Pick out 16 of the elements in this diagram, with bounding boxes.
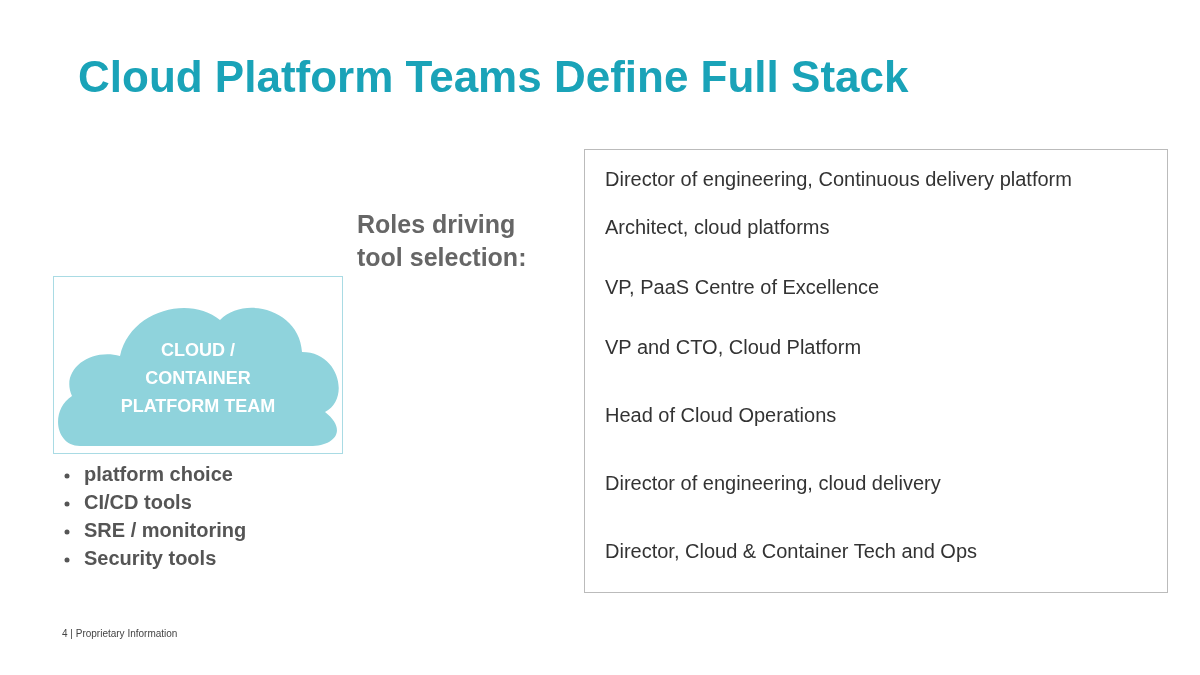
role-text: Director of engineering, cloud delivery bbox=[605, 472, 941, 495]
role-text: Architect, cloud platforms bbox=[605, 216, 830, 239]
role-text: VP and CTO, Cloud Platform bbox=[605, 336, 862, 359]
bullet-item: SRE / monitoring bbox=[84, 519, 247, 541]
role-text: Head of Cloud Operations bbox=[605, 404, 837, 427]
role-text: VP, PaaS Centre of Excellence bbox=[605, 276, 880, 299]
footer-text: 4 | Proprietary Information bbox=[62, 628, 178, 639]
bullet-item: Security tools bbox=[84, 547, 217, 569]
roles-panel bbox=[584, 149, 1168, 593]
role-text: Director, Cloud & Container Tech and Ops bbox=[605, 540, 978, 563]
bullet-item: platform choice bbox=[84, 463, 233, 485]
bullet-item: CI/CD tools bbox=[84, 491, 192, 513]
role-text: Director of engineering, Continuous delivery platform bbox=[605, 168, 1072, 191]
section-heading: Roles driving tool selection: bbox=[357, 209, 528, 273]
slide-title: Cloud Platform Teams Define Full Stack bbox=[78, 52, 909, 102]
cloud-label: CLOUD / CONTAINER PLATFORM TEAM bbox=[119, 339, 277, 418]
